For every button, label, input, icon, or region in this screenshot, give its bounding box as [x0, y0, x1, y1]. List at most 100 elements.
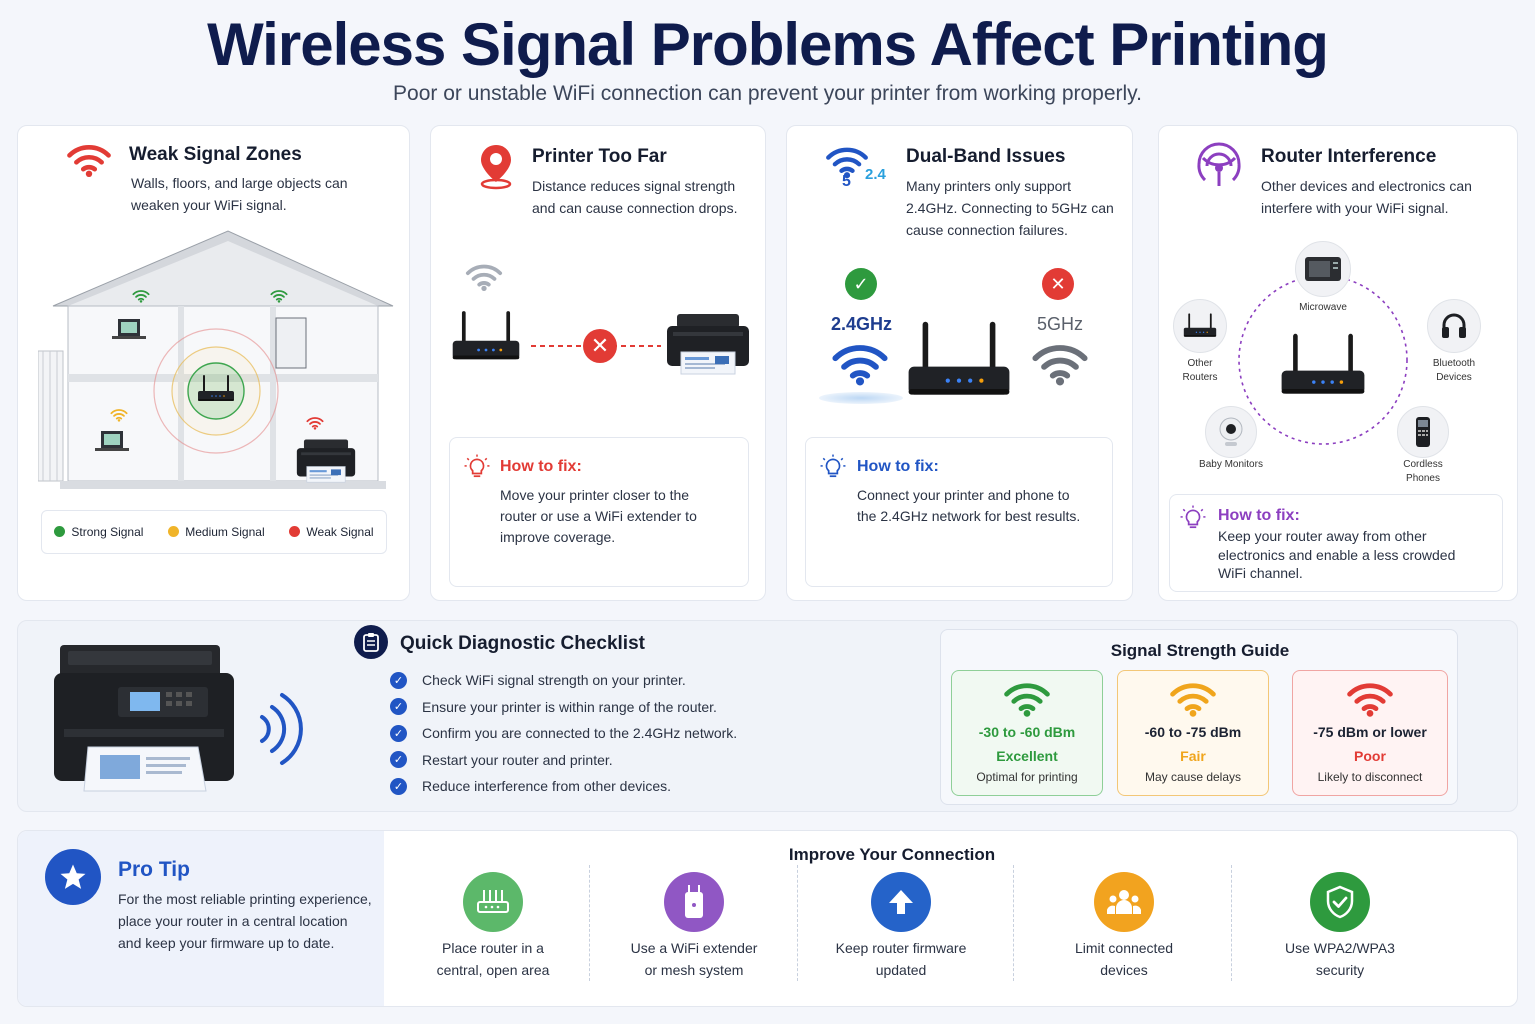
pro-tip-text: For the most reliable printing experienc… [118, 891, 372, 951]
other-routers-label: Other Routers [1182, 358, 1218, 383]
signal-rating: Poor [1354, 748, 1386, 764]
legend-weak: Weak Signal [289, 525, 374, 539]
improve-item-label: Keep router firmware updated [835, 940, 967, 978]
check-circle-icon: ✓ [845, 268, 877, 300]
router-image [1277, 326, 1369, 406]
lightbulb-icon [1180, 505, 1206, 531]
extender-icon [664, 872, 724, 932]
signal-rating: Fair [1180, 748, 1206, 764]
dual-band-fix-text: Connect your printer and phone to the 2.… [857, 487, 1081, 524]
bluetooth-label: Bluetooth Devices [1432, 358, 1476, 383]
other-routers-device [1173, 299, 1227, 353]
users-icon [1094, 872, 1154, 932]
divider [797, 865, 798, 981]
clipboard-icon [354, 625, 388, 659]
interference-fix-title: How to fix: [1218, 507, 1300, 524]
checklist-item: ✓Reduce interference from other devices. [390, 773, 890, 800]
legend-medium: Medium Signal [168, 525, 265, 539]
too-far-fix-text: Move your printer closer to the router o… [500, 487, 697, 545]
interference-fix-text: Keep your router away from other electro… [1218, 528, 1456, 581]
cordless-phones-label: Cordless Phones [1403, 459, 1443, 484]
divider [1013, 865, 1014, 981]
band-5-icon-label: 5 [842, 173, 851, 190]
interference-desc: Other devices and electronics can interf… [1261, 178, 1472, 216]
baby-monitor-device [1205, 406, 1257, 458]
check-icon: ✓ [390, 777, 407, 795]
dual-band-fix-title: How to fix: [857, 458, 939, 475]
wifi-green-icon [1002, 681, 1052, 717]
error-x-icon: ✕ [583, 329, 617, 363]
weak-zones-desc: Walls, floors, and large objects can wea… [131, 175, 348, 213]
router-icon [1182, 312, 1218, 340]
band-good-glow [819, 392, 903, 404]
router-icon [463, 872, 523, 932]
headphones-icon [1442, 313, 1466, 338]
phone-icon [1416, 417, 1430, 447]
wifi-red-icon [1345, 681, 1395, 717]
star-icon [45, 849, 101, 905]
microwave-label: Microwave [1299, 302, 1347, 313]
router-interference-card: Router Interference Other devices and el… [1158, 125, 1518, 601]
signal-level-poor: -75 dBm or lower Poor Likely to disconne… [1292, 670, 1448, 796]
weak-zones-title: Weak Signal Zones [129, 144, 302, 165]
page-subtitle: Poor or unstable WiFi connection can pre… [393, 82, 1142, 105]
dual-band-card: 5 2.4 Dual-Band Issues Many printers onl… [786, 125, 1133, 601]
wifi-red-icon [66, 141, 112, 179]
improve-item-label: Place router in a central, open area [436, 940, 550, 978]
band-24-icon-label: 2.4 [865, 166, 886, 183]
improve-title: Improve Your Connection [788, 845, 996, 864]
signal-strength-guide: Signal Strength Guide -30 to -60 dBm Exc… [940, 629, 1458, 805]
too-far-desc: Distance reduces signal strength and can… [532, 178, 738, 216]
signal-note: Optimal for printing [976, 770, 1078, 784]
wifi-weak-icon [306, 416, 324, 430]
page-title: Wireless Signal Problems Affect Printing [207, 11, 1329, 78]
signal-waves-icon [260, 693, 303, 765]
dual-band-fix-box: How to fix: Connect your printer and pho… [805, 437, 1113, 587]
too-far-fix-title: How to fix: [500, 458, 582, 475]
printer-too-far-card: Printer Too Far Distance reduces signal … [430, 125, 766, 601]
shield-check-icon [1310, 872, 1370, 932]
pro-tip-title: Pro Tip [118, 858, 190, 881]
dual-band-title: Dual-Band Issues [906, 146, 1066, 167]
router-image [449, 304, 523, 370]
cordless-phone-device [1397, 406, 1449, 458]
band-good-label: 2.4GHz [831, 314, 893, 334]
pro-tip-panel: Pro Tip For the most reliable printing e… [18, 831, 384, 1006]
improve-item-label: Limit connected devices [1074, 940, 1174, 978]
upload-arrow-icon [871, 872, 931, 932]
checklist-item: ✓Ensure your printer is within range of … [390, 694, 890, 721]
signal-legend: Strong Signal Medium Signal Weak Signal [41, 510, 387, 554]
diagnostic-section: Quick Diagnostic Checklist ✓Check WiFi s… [17, 620, 1518, 812]
wifi-blue-icon [831, 342, 889, 386]
check-icon: ✓ [390, 671, 407, 689]
router-image [903, 311, 1015, 411]
baby-monitors-label: Baby Monitors [1199, 459, 1263, 470]
signal-range: -75 dBm or lower [1313, 724, 1427, 740]
checklist-item: ✓Restart your router and printer. [390, 747, 890, 774]
too-far-title: Printer Too Far [532, 146, 667, 167]
signal-range: -60 to -75 dBm [1144, 724, 1242, 740]
house-illustration [38, 230, 394, 489]
bottom-section: Pro Tip For the most reliable printing e… [17, 830, 1518, 1007]
legend-strong: Strong Signal [54, 525, 143, 539]
microwave-device [1295, 241, 1351, 297]
divider [1231, 865, 1232, 981]
weak-signal-zones-card: Weak Signal Zones Walls, floors, and lar… [17, 125, 410, 601]
improve-item-label: Use WPA2/WPA3 security [1285, 940, 1395, 978]
signal-level-excellent: -30 to -60 dBm Excellent Optimal for pri… [951, 670, 1103, 796]
camera-icon [1219, 417, 1243, 446]
too-far-fix-box: How to fix: Move your printer closer to … [449, 437, 749, 587]
check-icon: ✓ [390, 751, 407, 769]
checklist-title: Quick Diagnostic Checklist [400, 633, 645, 654]
wifi-strong-icon [132, 289, 150, 303]
wifi-gray-icon [1031, 342, 1089, 386]
divider [589, 865, 590, 981]
wifi-medium-icon [110, 408, 128, 422]
check-icon: ✓ [390, 698, 407, 716]
checklist-item: ✓Check WiFi signal strength on your prin… [390, 667, 890, 694]
signal-guide-title: Signal Strength Guide [1110, 641, 1290, 660]
dual-band-desc: Many printers only support 2.4GHz. Conne… [906, 178, 1114, 238]
interference-ring [1238, 275, 1408, 445]
lightbulb-icon [464, 454, 490, 480]
multifunction-printer-image [54, 645, 234, 792]
